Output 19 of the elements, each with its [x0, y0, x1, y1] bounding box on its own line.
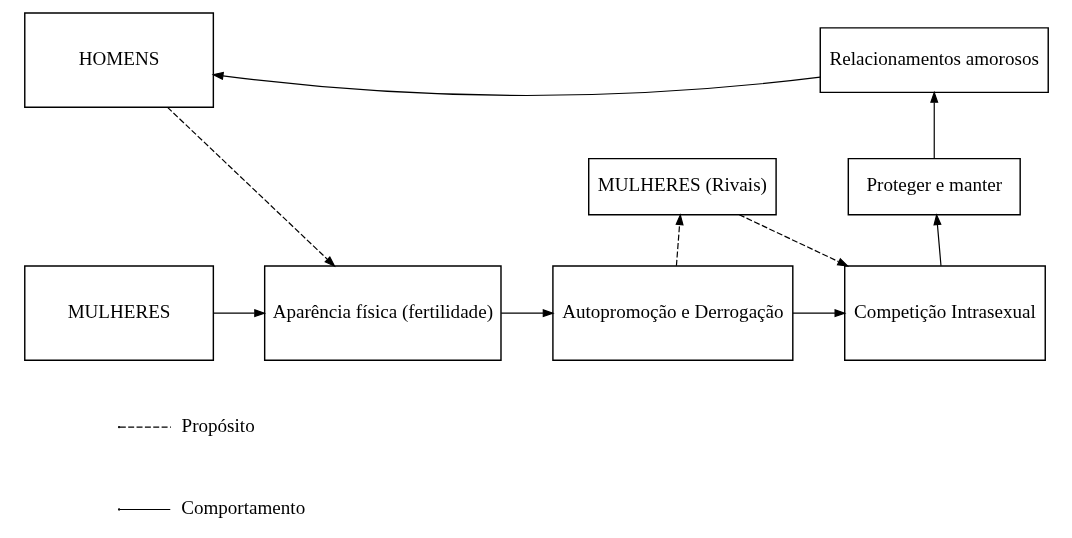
arrow [674, 213, 684, 267]
arrow [212, 309, 266, 318]
arrow [166, 106, 336, 268]
arrow [211, 71, 821, 97]
node-box: HOMENS [23, 12, 214, 108]
node-box: MULHERES (Rivais) [587, 157, 777, 216]
node-box: Autopromoção e Derrogação [551, 265, 794, 362]
arrow [929, 90, 938, 160]
legend-label: Propósito [181, 414, 255, 436]
arrow [791, 309, 846, 318]
node-box: Aparência física (fertilidade) [263, 265, 502, 362]
node-box: MULHERES [23, 265, 214, 362]
arrow [500, 309, 555, 318]
legend-label: Comportamento [180, 497, 305, 519]
node-box: Competição Intrasexual [843, 265, 1046, 362]
arrow [738, 214, 849, 267]
arrow [932, 213, 942, 267]
node-box: Relacionamentos amorosos [819, 27, 1049, 94]
node-box: Proteger e manter [847, 157, 1021, 216]
